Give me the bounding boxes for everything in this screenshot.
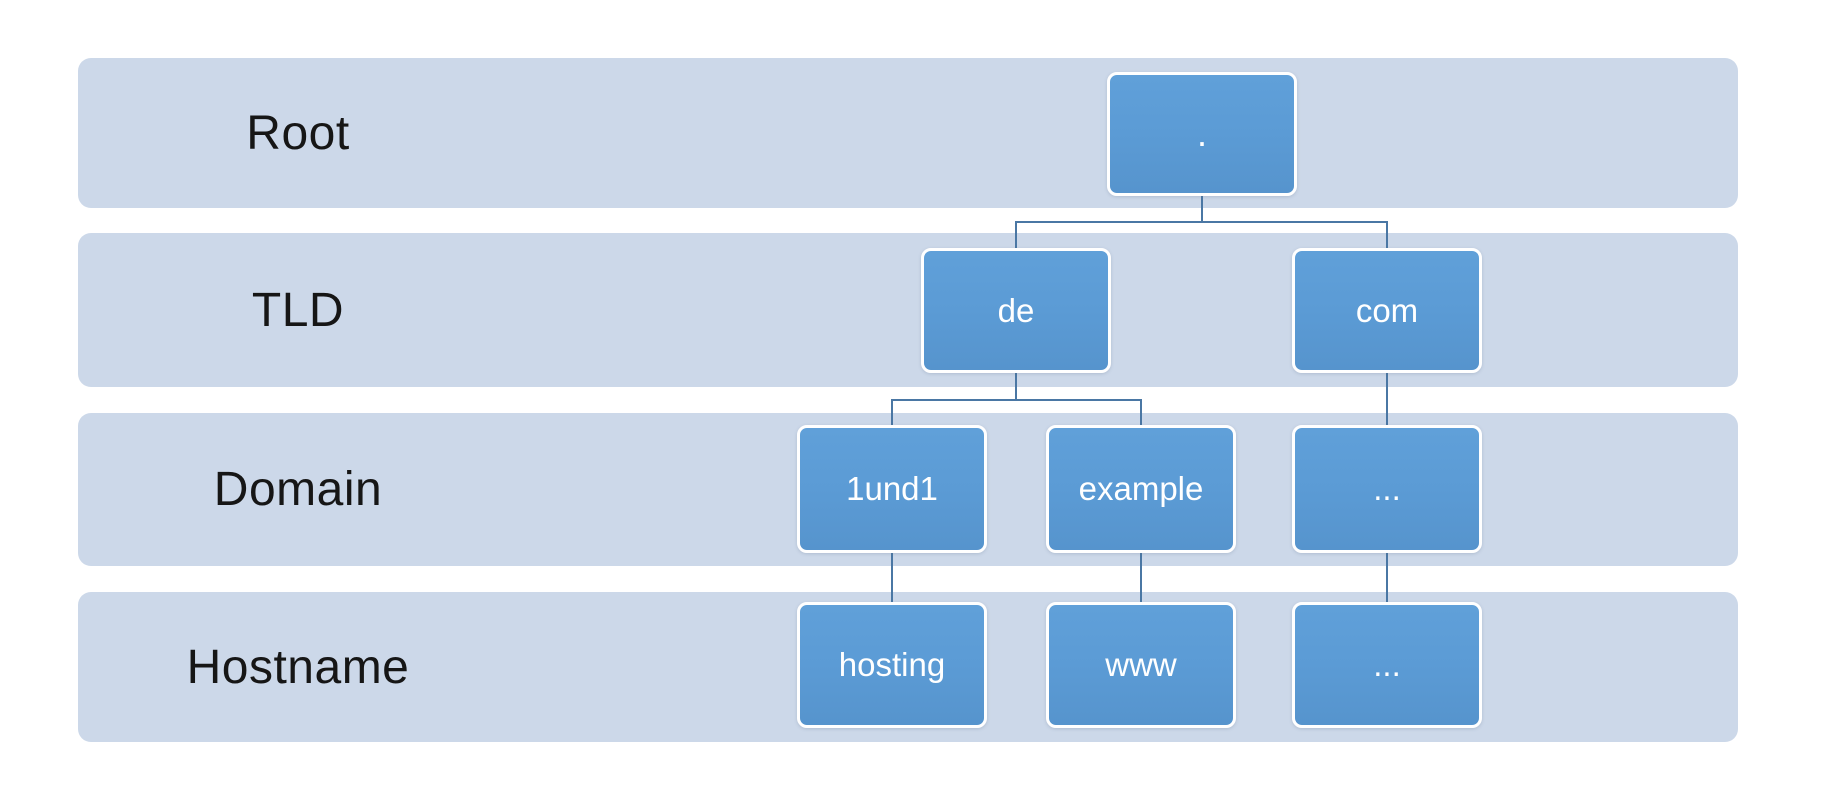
connector-root-stem [1201,196,1203,223]
node-de: de [921,248,1111,373]
connector-de-to-1und1 [891,399,893,425]
connector-com-to-domain-ellipsis [1386,373,1388,425]
node-root: . [1107,72,1297,196]
node-1und1: 1und1 [797,425,987,553]
connector-root-to-com [1386,221,1388,248]
node-www: www [1046,602,1236,728]
row-label-tld: TLD [251,283,345,337]
connector-root-to-de [1015,221,1017,248]
node-com: com [1292,248,1482,373]
row-label-domain: Domain [213,463,383,516]
node-hostname-ellipsis: ... [1292,602,1482,728]
connector-root-bar [1015,221,1388,223]
node-hosting: hosting [797,602,987,728]
connector-de-stem [1015,373,1017,401]
connector-domain-ellipsis-to-hostname-ellipsis [1386,553,1388,602]
connector-1und1-to-hosting [891,553,893,602]
connector-example-to-www [1140,553,1142,602]
row-label-root: Root [246,106,350,160]
connector-de-bar [891,399,1142,401]
row-band-root [78,58,1738,208]
row-label-hostname: Hostname [186,640,410,694]
node-example: example [1046,425,1236,553]
node-domain-ellipsis: ... [1292,425,1482,553]
connector-de-to-example [1140,399,1142,425]
